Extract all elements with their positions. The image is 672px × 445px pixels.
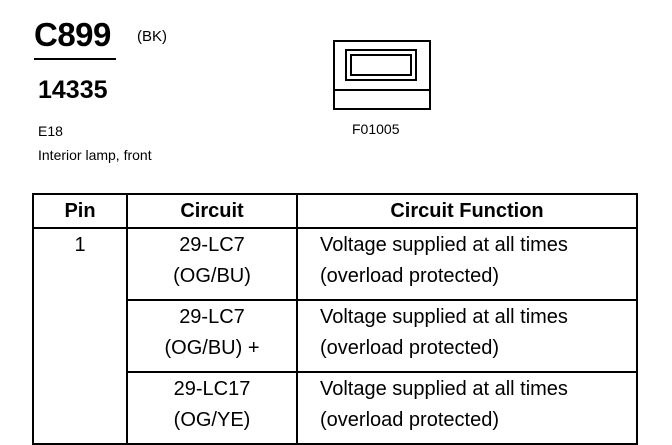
function-line-1: Voltage supplied at all times bbox=[320, 234, 568, 256]
circuit-number: 29-LC7 bbox=[179, 306, 245, 328]
connector-face-icon bbox=[333, 40, 431, 110]
pin-number bbox=[40, 376, 120, 407]
circuit-cell: 29-LC17 (OG/YE) bbox=[126, 371, 298, 445]
header-circuit: Circuit bbox=[126, 193, 298, 229]
function-line-2: (overload protected) bbox=[320, 409, 499, 431]
circuit-color: (OG/BU) + bbox=[164, 337, 260, 359]
pin-table: Pin Circuit Circuit Function 1 29-LC7 (O… bbox=[32, 193, 638, 445]
table-row: 29-LC7 (OG/BU) + Voltage supplied at all… bbox=[32, 299, 638, 372]
circuit-color: (OG/YE) bbox=[173, 409, 251, 431]
circuit-number: 29-LC17 bbox=[173, 378, 251, 400]
header-pin: Pin bbox=[32, 193, 128, 229]
circuit-cell: 29-LC7 (OG/BU) + bbox=[126, 299, 298, 372]
table-header-row: Pin Circuit Circuit Function bbox=[32, 193, 638, 229]
location-code: E18 bbox=[38, 123, 63, 139]
pin-cell bbox=[32, 372, 128, 445]
connector-id-underline bbox=[34, 58, 116, 60]
connector-id: C899 bbox=[34, 16, 111, 53]
function-cell: Voltage supplied at all times (overload … bbox=[296, 371, 638, 445]
header-circuit-function: Circuit Function bbox=[296, 193, 638, 229]
pin-number: 1 bbox=[74, 234, 86, 256]
table-row: 1 29-LC7 (OG/BU) Voltage supplied at all… bbox=[32, 227, 638, 300]
function-cell: Voltage supplied at all times (overload … bbox=[296, 299, 638, 372]
location-description: Interior lamp, front bbox=[38, 147, 152, 163]
function-cell: Voltage supplied at all times (overload … bbox=[296, 227, 638, 300]
circuit-color: (OG/BU) bbox=[173, 265, 251, 287]
pin-number bbox=[40, 304, 120, 335]
function-line-1: Voltage supplied at all times bbox=[320, 378, 568, 400]
circuit-cell: 29-LC7 (OG/BU) bbox=[126, 227, 298, 300]
function-line-2: (overload protected) bbox=[320, 337, 499, 359]
function-line-1: Voltage supplied at all times bbox=[320, 306, 568, 328]
pin-cell: 1 bbox=[32, 227, 128, 300]
connector-color: (BK) bbox=[137, 28, 167, 45]
circuit-number: 29-LC7 bbox=[179, 234, 245, 256]
pin-cell bbox=[32, 300, 128, 372]
diagram-code: F01005 bbox=[352, 121, 400, 137]
part-number: 14335 bbox=[38, 76, 108, 104]
table-row: 29-LC17 (OG/YE) Voltage supplied at all … bbox=[32, 371, 638, 445]
function-line-2: (overload protected) bbox=[320, 265, 499, 287]
